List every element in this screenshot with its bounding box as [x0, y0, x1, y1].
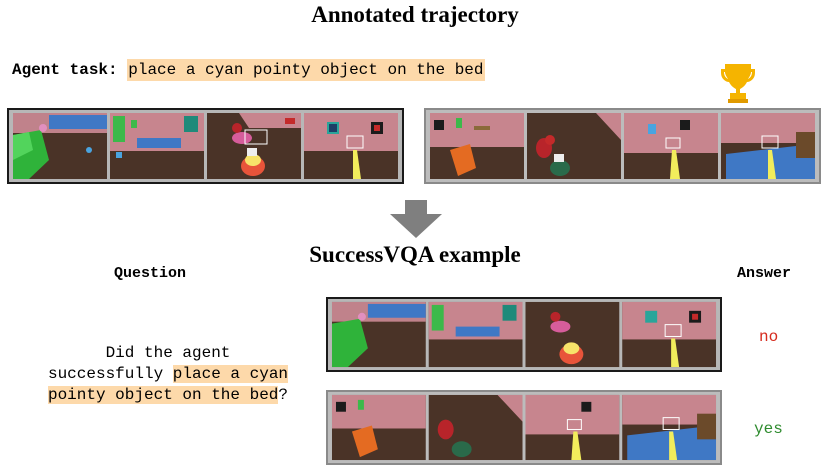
trophy-icon	[721, 64, 755, 103]
question-line-2: successfully place a cyan	[47, 365, 289, 383]
frame-1-2	[110, 113, 204, 179]
trajectory-strip-2	[424, 108, 821, 184]
vqa-strip-2	[326, 390, 722, 465]
frame-1-1	[13, 113, 107, 179]
frame-2-4	[721, 113, 815, 179]
frame-1-4	[304, 113, 398, 179]
frame-2-2	[527, 113, 621, 179]
annotated-trajectory-title: Annotated trajectory	[311, 2, 519, 27]
question-line-1: Did the agent	[105, 344, 231, 362]
question-line-3: pointy object on the bed?	[47, 386, 289, 404]
vqa-strip-1	[326, 297, 722, 372]
agent-task-text: place a cyan pointy object on the bed	[127, 59, 485, 81]
frame-1-3	[207, 113, 301, 179]
frame-2-1	[430, 113, 524, 179]
frame-2-3	[624, 113, 718, 179]
answer-yes: yes	[754, 420, 783, 438]
answer-no: no	[759, 328, 779, 346]
down-arrow-icon	[390, 200, 442, 238]
question-header: Question	[114, 265, 187, 282]
question-text: Did the agent successfully place a cyan …	[0, 343, 336, 406]
answer-header: Answer	[737, 265, 792, 282]
agent-task-line: Agent task: place a cyan pointy object o…	[12, 59, 485, 81]
agent-task-label: Agent task:	[12, 61, 118, 79]
successvqa-title: SuccessVQA example	[309, 242, 521, 267]
trajectory-strip-1	[7, 108, 404, 184]
